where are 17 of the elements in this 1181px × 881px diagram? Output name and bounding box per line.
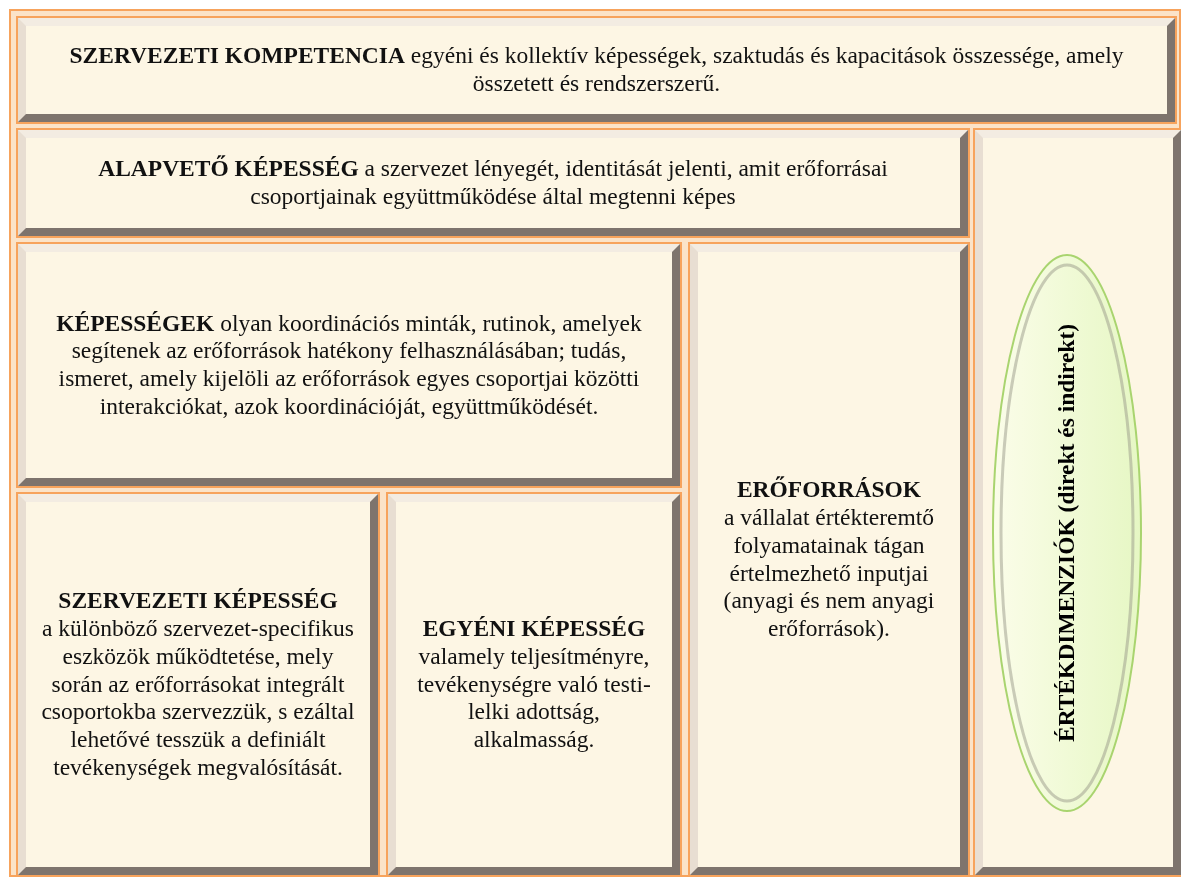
definition-box xyxy=(18,130,968,236)
definition-box xyxy=(690,244,968,875)
box-text: a vállalat értékteremtő folyamatainak tágan értelmezhető inputjai (anyagi és nem anyagi erőforrások). xyxy=(722,504,936,643)
box-text: ALAPVETŐ KÉPESSÉG a szervezet lényegét, identitását jelenti, amit erőforrásai csoportjainak együttműködése által megtenni képes xyxy=(97,155,889,211)
box-text: KÉPESSÉGEK olyan koordinációs minták, rutinok, amelyek segítenek az erőforrások hatékony felhasználásában; tudás, ismeret, amely kijelöli az erőforrások egyes csoportjai közötti interakciókat, azok koordinációját, együttműködését. xyxy=(55,309,643,421)
box-text: SZERVEZETI KOMPETENCIA egyéni és kollektív képességek, szaktudás és kapacitások összessége, amely összetett és rendszerszerű. xyxy=(68,42,1125,98)
box-text: a különböző szervezet-specifikus eszközök működtetése, mely során az erőforrásokat integrált csoportokba szervezzük, s ezáltal lehetővé tesszük a definiált tevékenységek megvalósítását. xyxy=(40,615,356,782)
column-panel xyxy=(975,130,1181,875)
box-heading: ERŐFORRÁSOK xyxy=(736,476,922,505)
definition-box xyxy=(18,244,680,486)
definition-box xyxy=(18,494,378,875)
definition-box xyxy=(18,18,1175,122)
box-text: valamely teljesítményre, tevékenységre való testi-lelki adottság, alkalmasság. xyxy=(416,642,652,754)
definition-box xyxy=(388,494,680,875)
box-heading: SZERVEZETI KÉPESSÉG xyxy=(58,587,338,616)
vertical-label: ÉRTÉKDIMENZIÓK (direkt és indirekt) xyxy=(1053,322,1081,745)
box-heading: EGYÉNI KÉPESSÉG xyxy=(422,615,646,643)
